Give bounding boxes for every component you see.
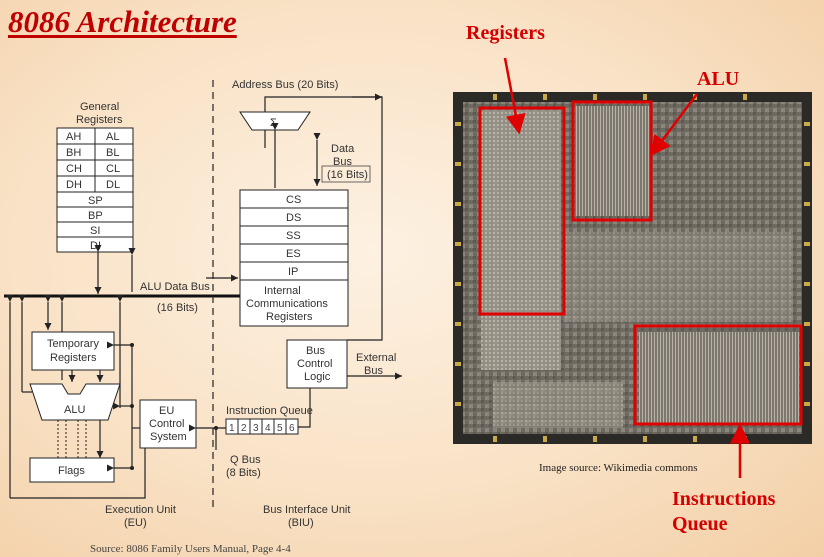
internal-comm-2: Communications	[246, 298, 328, 310]
bus-interface-unit-abbr: (BIU)	[288, 517, 314, 529]
queue-slot: 4	[265, 423, 271, 434]
instructions-queue-label-2: Queue	[672, 512, 728, 536]
reg-cl: CL	[106, 163, 120, 175]
reg-ip: IP	[288, 266, 298, 278]
address-bus-label: Address Bus (20 Bits)	[232, 79, 338, 91]
reg-es: ES	[286, 248, 301, 260]
instructions-queue-label-1: Instructions	[672, 487, 775, 511]
internal-comm-3: Registers	[266, 311, 313, 323]
reg-si: SI	[90, 225, 100, 237]
instruction-queue: 1 2 3 4 5 6	[226, 419, 298, 434]
queue-slot: 1	[229, 423, 235, 434]
reg-sp: SP	[88, 195, 103, 207]
bus-control-1: Bus	[306, 345, 325, 357]
temp-reg-2: Registers	[50, 352, 97, 364]
die-photo	[453, 92, 812, 444]
reg-dl: DL	[106, 179, 120, 191]
alu-data-bus-label: ALU Data Bus	[140, 281, 210, 293]
instruction-queue-label: Instruction Queue	[226, 405, 313, 417]
external-bus-1: External	[356, 352, 396, 364]
execution-unit-abbr: (EU)	[124, 517, 147, 529]
eu-control-3: System	[150, 431, 187, 443]
bus-control-2: Control	[297, 358, 332, 370]
alu-photo-label: ALU	[697, 67, 739, 91]
reg-bp: BP	[88, 210, 103, 222]
execution-unit-label: Execution Unit	[105, 504, 176, 516]
alu-label: ALU	[64, 404, 85, 416]
q-bus-2: (8 Bits)	[226, 467, 261, 479]
reg-di: DI	[90, 240, 101, 252]
reg-ah: AH	[66, 131, 81, 143]
reg-al: AL	[106, 131, 119, 143]
reg-ch: CH	[66, 163, 82, 175]
reg-dh: DH	[66, 179, 82, 191]
eu-control-2: Control	[149, 418, 184, 430]
queue-slot: 6	[289, 423, 295, 434]
architecture-diagram: Address Bus (20 Bits) Σ Data Bus (16 Bit…	[0, 0, 440, 557]
reg-bl: BL	[106, 147, 119, 159]
alu-data-bus-bits: (16 Bits)	[157, 302, 198, 314]
reg-ss: SS	[286, 230, 301, 242]
general-registers-1: General	[80, 101, 119, 113]
diagram-source: Source: 8086 Family Users Manual, Page 4…	[90, 543, 291, 555]
registers-label: Registers	[466, 21, 545, 45]
internal-comm-1: Internal	[264, 285, 301, 297]
sigma-symbol: Σ	[270, 117, 277, 129]
data-bus-label-3: (16 Bits)	[327, 169, 368, 181]
eu-control-1: EU	[159, 405, 174, 417]
general-registers-2: Registers	[76, 114, 123, 126]
segment-registers: CS DS SS ES IP Internal Communications R…	[240, 190, 348, 326]
general-registers: AH AL BH BL CH CL DH DL SP BP SI DI	[57, 128, 133, 252]
bus-interface-unit-label: Bus Interface Unit	[263, 504, 350, 516]
external-bus-2: Bus	[364, 365, 383, 377]
queue-slot: 5	[277, 423, 283, 434]
data-bus-label-1: Data	[331, 143, 355, 155]
q-bus-1: Q Bus	[230, 454, 261, 466]
photo-source: Image source: Wikimedia commons	[539, 462, 698, 474]
bus-control-3: Logic	[304, 371, 331, 383]
queue-slot: 3	[253, 423, 259, 434]
queue-slot: 2	[241, 423, 247, 434]
reg-ds: DS	[286, 212, 301, 224]
flags-label: Flags	[58, 465, 85, 477]
temp-reg-1: Temporary	[47, 338, 99, 350]
reg-bh: BH	[66, 147, 81, 159]
reg-cs: CS	[286, 194, 301, 206]
